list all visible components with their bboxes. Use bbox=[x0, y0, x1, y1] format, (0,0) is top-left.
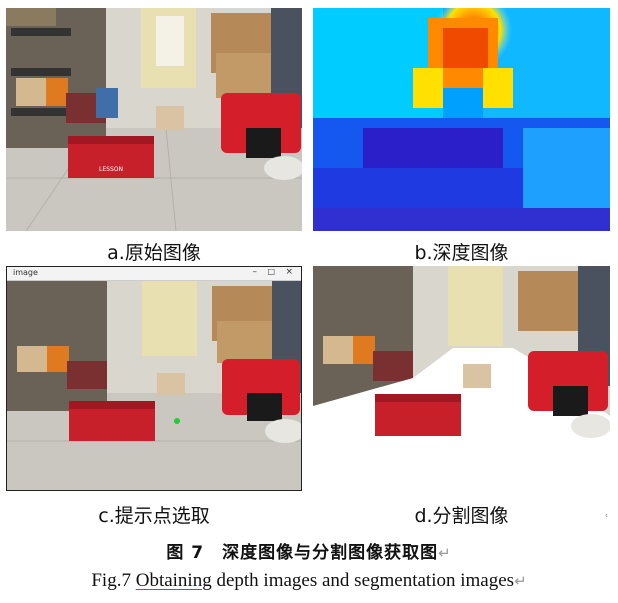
figure-number: Fig.7 bbox=[91, 570, 131, 591]
figure-title-text: 图 7 深度图像与分割图像获取图 bbox=[166, 543, 439, 563]
edge-mark: ʿ bbox=[605, 512, 609, 526]
prompt-point-window[interactable]: image – □ × bbox=[6, 266, 302, 491]
caption-segmentation-image: d.分割图像 bbox=[414, 505, 509, 527]
prompt-point-marker bbox=[174, 418, 180, 424]
original-image: LESSON bbox=[6, 8, 302, 231]
caption-underlined-word: Obtaining bbox=[135, 570, 212, 591]
depth-image bbox=[313, 8, 610, 231]
box-label: LESSON bbox=[99, 166, 123, 173]
caption-depth-image: b.深度图像 bbox=[414, 242, 509, 264]
maximize-icon[interactable]: □ bbox=[267, 267, 275, 276]
window-title: image bbox=[13, 268, 38, 277]
caption-prompt-point: c.提示点选取 bbox=[98, 505, 210, 527]
close-icon[interactable]: × bbox=[285, 267, 293, 277]
caption-rest: depth images and segmentation images bbox=[211, 570, 515, 591]
minimize-icon[interactable]: – bbox=[252, 267, 258, 277]
figure-title: 图 7 深度图像与分割图像获取图↵ bbox=[0, 538, 618, 563]
return-mark: ↵ bbox=[438, 544, 452, 562]
segmentation-image bbox=[313, 266, 610, 491]
caption-original-image: a.原始图像 bbox=[107, 242, 201, 264]
return-mark-english: ↵ bbox=[514, 574, 527, 590]
figure-caption-english: Fig.7 Obtaining depth images and segment… bbox=[0, 570, 618, 592]
prompt-canvas[interactable] bbox=[7, 281, 301, 491]
window-titlebar: image – □ × bbox=[7, 267, 301, 281]
